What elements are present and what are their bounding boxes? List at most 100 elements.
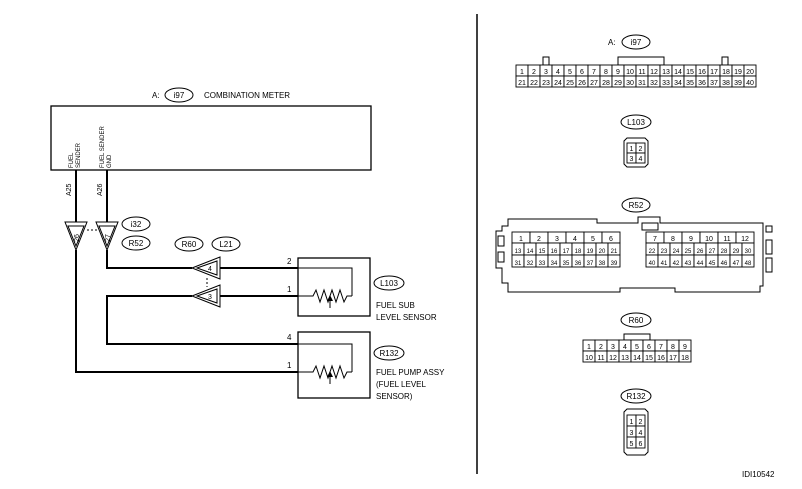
pin-number: 8: [604, 69, 608, 76]
joint2-conn-r60: R60: [182, 240, 197, 249]
pin-number: 26: [697, 249, 704, 255]
pin-number: 17: [710, 69, 718, 76]
pin-number: 2: [537, 236, 541, 243]
joint-pin-26: 26: [74, 234, 81, 242]
pin-number: 36: [575, 261, 582, 267]
pin-number: 40: [649, 261, 656, 267]
connector-r52: [495, 216, 773, 293]
pin-cell: [635, 152, 646, 164]
pin-number: 11: [723, 236, 730, 243]
pin-number: 26: [578, 80, 586, 87]
pin-number: 25: [685, 249, 692, 255]
pin-cell: [743, 75, 757, 88]
r60-oval: [620, 312, 652, 328]
joint2-conn-oval-r60: [174, 236, 204, 252]
pin-cell: [741, 254, 755, 268]
l103-plug-id: L103: [627, 118, 645, 127]
pin-number: 29: [733, 249, 740, 255]
pin-number: 2: [532, 69, 536, 76]
pin-number: 6: [647, 344, 651, 351]
pin-number: 3: [630, 156, 634, 163]
pin-number: 1: [520, 69, 524, 76]
pin-number: 22: [530, 80, 538, 87]
joint-conn-r52: R52: [129, 239, 144, 248]
pin-number: 12: [609, 355, 617, 362]
pin-number: 24: [673, 249, 680, 255]
joint-pin-27: 27: [105, 234, 112, 242]
pin-number: 11: [638, 69, 645, 76]
pin-number: 16: [657, 355, 665, 362]
pin-number: 43: [685, 261, 692, 267]
pin-number: 19: [587, 249, 594, 255]
meter-title: COMBINATION METER: [204, 91, 290, 100]
pin-number: 9: [616, 69, 620, 76]
joint-connector-i32-r52: [64, 221, 119, 252]
pin-number: 18: [575, 249, 582, 255]
pin-number: 48: [745, 261, 752, 267]
joint2-pin-3: 3: [208, 294, 212, 301]
pin-number: 4: [556, 69, 560, 76]
meter-conn-prefix: A:: [152, 91, 160, 100]
pin-number: 10: [626, 69, 634, 76]
pin-number: 6: [609, 236, 613, 243]
l103-plug-oval: [620, 114, 652, 130]
connector-l103: [623, 137, 649, 168]
pin-number: 24: [554, 80, 562, 87]
i97-oval: [621, 34, 651, 50]
pin-number: 34: [551, 261, 558, 267]
pin-number: 21: [611, 249, 618, 255]
pin-cell: [635, 436, 646, 449]
r52-oval: [621, 197, 651, 213]
pin-number: 12: [741, 236, 749, 243]
pin-number: 2: [639, 146, 643, 153]
combination-meter-box: [50, 105, 372, 171]
i97-prefix: A:: [608, 38, 616, 47]
meter-pin-label-fuel-sender-gnd-line2: GND: [107, 154, 113, 168]
pin-number: 41: [661, 261, 668, 267]
fuel-sub-level-sensor: [297, 257, 371, 317]
fuel-pump-name-line3: SENSOR): [376, 392, 413, 401]
pin-number: 15: [686, 69, 694, 76]
pin-number: 38: [599, 261, 606, 267]
pin-number: 46: [721, 261, 728, 267]
pin-number: 40: [746, 80, 754, 87]
pin-number: 3: [555, 236, 559, 243]
pin-number: 2: [639, 419, 643, 426]
pin-number: 12: [650, 69, 658, 76]
pin-number: 19: [734, 69, 742, 76]
pin-number: 7: [653, 236, 657, 243]
connector-r132: [623, 408, 649, 456]
fuel-pump-name-line2: (FUEL LEVEL: [376, 380, 426, 389]
pin-number: 16: [551, 249, 558, 255]
pin-number: 32: [527, 261, 534, 267]
connector-r60: [623, 333, 651, 341]
pin-number: 15: [539, 249, 546, 255]
pin-number: 35: [686, 80, 694, 87]
pin-number: 1: [587, 344, 591, 351]
pin-number: 3: [630, 430, 634, 437]
pin-number: 28: [721, 249, 728, 255]
pin-number: 27: [590, 80, 598, 87]
pin-number: 42: [673, 261, 680, 267]
pin-number: 30: [626, 80, 634, 87]
pin-number: 8: [671, 344, 675, 351]
pin-number: 1: [630, 146, 634, 153]
joint-conn-oval-i32: [121, 216, 151, 232]
pin-number: 47: [733, 261, 740, 267]
pin-number: 16: [698, 69, 706, 76]
pin-number: 23: [661, 249, 668, 255]
pin-number: 17: [669, 355, 677, 362]
pin-number: 33: [539, 261, 546, 267]
pin-number: 34: [674, 80, 682, 87]
pin-number: 38: [722, 80, 730, 87]
joint-conn-oval-r52: [121, 235, 151, 251]
pin-number: 18: [681, 355, 689, 362]
pin-number: 44: [697, 261, 704, 267]
pin-number: 30: [745, 249, 752, 255]
i97-id: i97: [631, 38, 642, 47]
pin-number: 39: [611, 261, 618, 267]
fuel-pump-name-line1: FUEL PUMP ASSY: [376, 368, 445, 377]
pin-number: 17: [563, 249, 570, 255]
pin-number: 13: [621, 355, 629, 362]
